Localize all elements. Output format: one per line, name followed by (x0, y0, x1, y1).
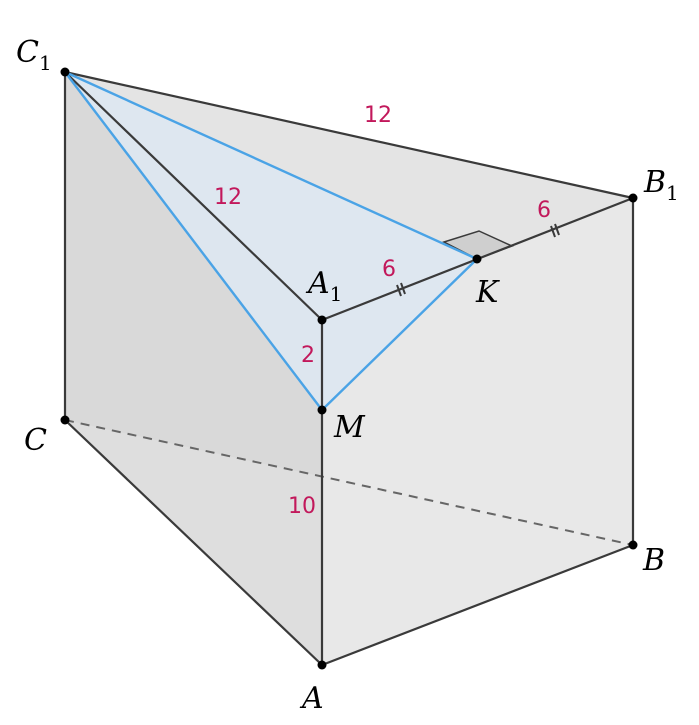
tick-A1K-1 (396, 284, 402, 297)
label-A1: A1 (305, 266, 342, 306)
length-A1M: 2 (301, 343, 315, 368)
length-C1A1: 12 (214, 185, 242, 210)
length-MA: 10 (288, 494, 316, 519)
length-KB1: 6 (537, 198, 551, 223)
vertex-B (628, 540, 638, 550)
section-edges (64, 70, 478, 411)
label-C1: C1 (16, 35, 52, 75)
tick-marks (396, 223, 560, 297)
edge-C1A1 (64, 71, 323, 321)
vertex-A1 (317, 315, 327, 325)
edge-CB-hidden (64, 419, 634, 546)
edge-AB (321, 543, 634, 667)
edge-CA (64, 419, 323, 666)
section-edge-MK (321, 258, 478, 411)
label-A: A (299, 681, 324, 716)
tick-A1K-2 (400, 282, 406, 295)
edge-C1B1 (64, 70, 634, 200)
label-B1: B1 (643, 165, 679, 205)
length-A1K: 6 (382, 257, 396, 282)
section-edge-C1M (64, 71, 323, 411)
vertex-A (317, 660, 327, 670)
label-B: B (642, 543, 665, 578)
length-C1B1: 12 (364, 103, 392, 128)
label-K: K (475, 275, 500, 310)
vertex-K (472, 254, 482, 264)
prism-edges (63, 70, 635, 667)
vertex-C (60, 415, 70, 425)
face-top (65, 72, 633, 320)
section-edge-C1K (64, 70, 478, 261)
label-C: C (24, 423, 47, 458)
label-M: M (333, 410, 366, 445)
vertices (60, 67, 638, 670)
tick-KB1-2 (554, 223, 560, 236)
tick-KB1-1 (550, 225, 556, 238)
vertex-C1 (60, 67, 70, 77)
vertex-M (317, 405, 327, 415)
vertex-B1 (628, 193, 638, 203)
section-triangle (65, 72, 477, 410)
